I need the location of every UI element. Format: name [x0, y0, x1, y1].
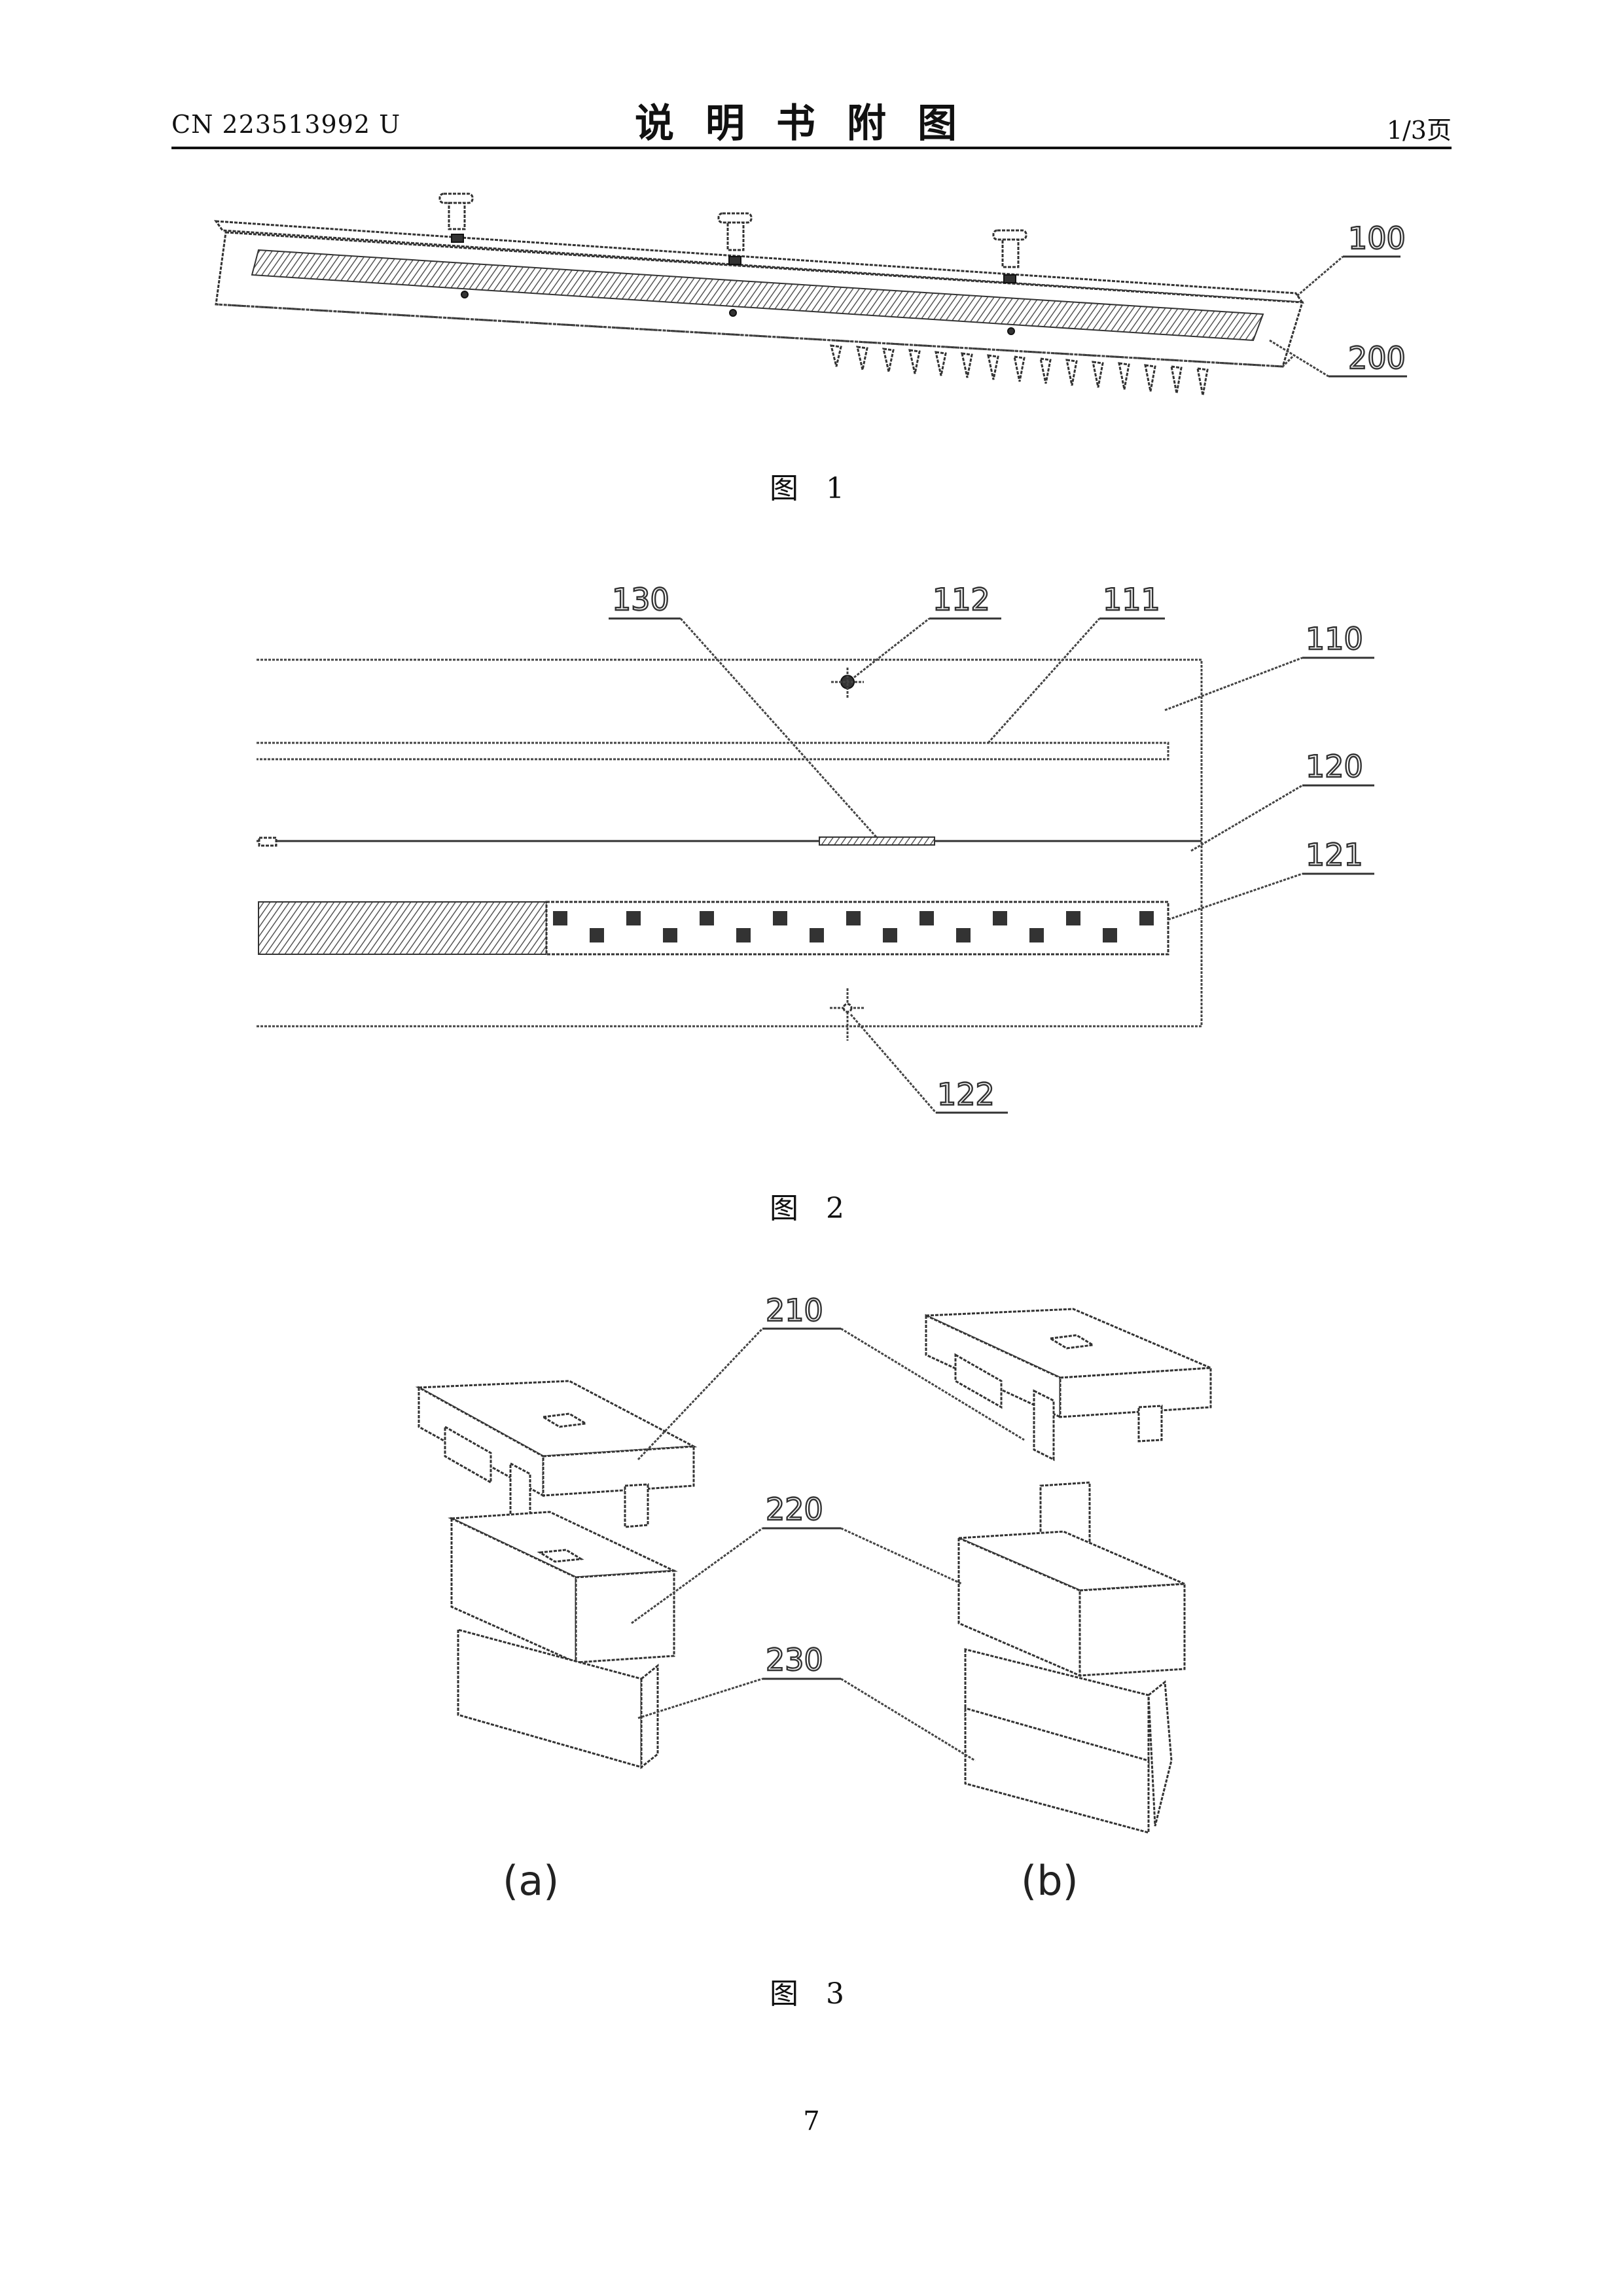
figure-2-label-122: 122: [937, 1077, 995, 1112]
figure-3-label-220: 220: [766, 1492, 823, 1527]
clip-assembly-b: [926, 1309, 1211, 1833]
subfigure-a-label: (a): [503, 1857, 559, 1905]
figure-2-label-112: 112: [933, 582, 990, 617]
figure-3-caption: 图 3: [0, 1970, 1623, 2012]
clip-assembly-a: [419, 1381, 694, 1767]
figure-2-drawing: 130 112 111 110 120 121 122: [0, 563, 1623, 1139]
figure-1-caption: 图 1: [0, 465, 1623, 507]
header-rule: [171, 147, 1452, 149]
plate-outline: [257, 660, 1202, 1026]
figure-3-label-210: 210: [766, 1293, 823, 1328]
figure-2-label-130: 130: [612, 582, 669, 617]
pin: [440, 194, 473, 242]
figure-3-drawing: 210 220 230 (a) (b): [0, 1283, 1623, 1924]
tooth-strip: [259, 902, 1168, 954]
page-title: 说明书附图: [0, 92, 1623, 149]
figure-1-label-100: 100: [1348, 221, 1406, 256]
figure-2-label-120: 120: [1306, 749, 1363, 784]
page-of-indicator: 1/3页: [1387, 110, 1452, 146]
figure-2-label-121: 121: [1306, 837, 1363, 872]
subfigure-b-label: (b): [1021, 1857, 1079, 1905]
figure-2-label-110: 110: [1306, 621, 1363, 656]
figure-1-drawing: 100 200: [0, 190, 1623, 412]
rail-assembly: [216, 221, 1302, 367]
figure-3-label-230: 230: [766, 1642, 823, 1677]
page-number: 7: [0, 2106, 1623, 2136]
figure-1-label-200: 200: [1348, 340, 1406, 376]
figure-2-caption: 图 2: [0, 1185, 1623, 1227]
figure-2-label-111: 111: [1103, 582, 1160, 617]
